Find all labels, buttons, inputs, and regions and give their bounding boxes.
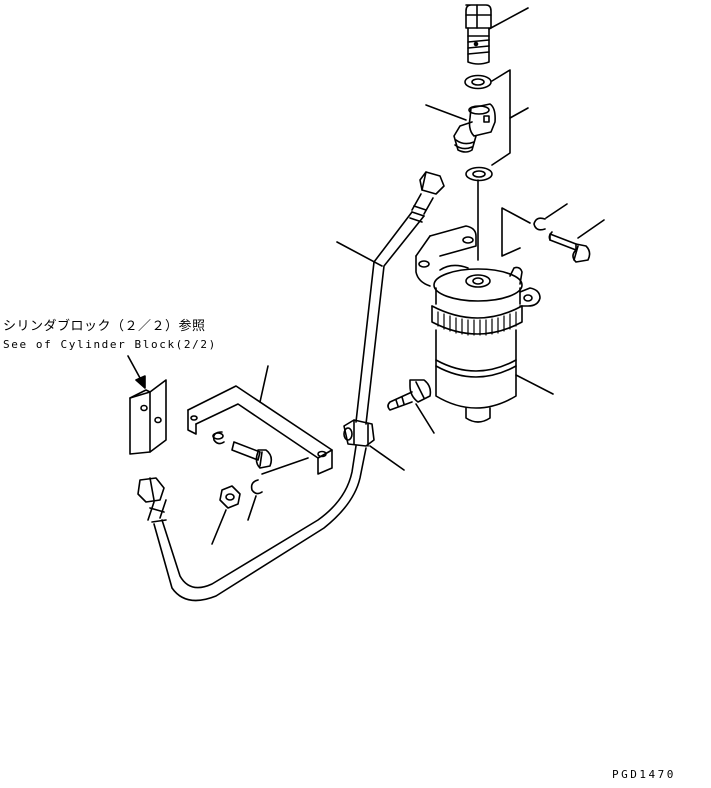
banjo-bolt [465,4,492,65]
mounting-bolt-center [387,379,432,411]
leader-line [336,241,383,267]
leader-line [211,509,227,545]
spring-washer [250,479,263,495]
leader-line [577,219,605,239]
filter-bowl [431,305,523,423]
leader-line [259,365,269,403]
leader-line [247,495,257,521]
washer-lower [465,166,493,182]
reference-arrow [127,355,141,379]
mounting-bracket [187,385,333,475]
leader-line [425,104,467,121]
reference-label-japanese: シリンダブロック（２／２）参照 [3,319,206,334]
hex-nut [219,485,241,509]
leader-line [415,403,435,434]
leader-line [261,457,309,475]
leader-line [509,107,529,119]
banjo-fitting [453,103,496,153]
arrow-head-icon [135,375,146,389]
reference-label-english: See of Cylinder Block(2/2) [3,338,217,351]
mounting-bolt-right [548,231,591,263]
reference-block [129,379,167,455]
leader-line [545,203,568,219]
leader-line [501,207,531,257]
leader-line [488,7,529,30]
clip-washer [533,217,546,231]
leader-line [515,374,554,395]
washer-upper [464,74,492,90]
leader-line [491,69,511,166]
leader-line [369,445,405,471]
drawing-number: PGD1470 [612,768,676,781]
bracket-bolt [231,441,273,469]
fuel-tube [137,171,445,602]
filter-head [415,225,541,307]
tube-clamp [343,419,375,447]
washer-small [212,431,225,445]
